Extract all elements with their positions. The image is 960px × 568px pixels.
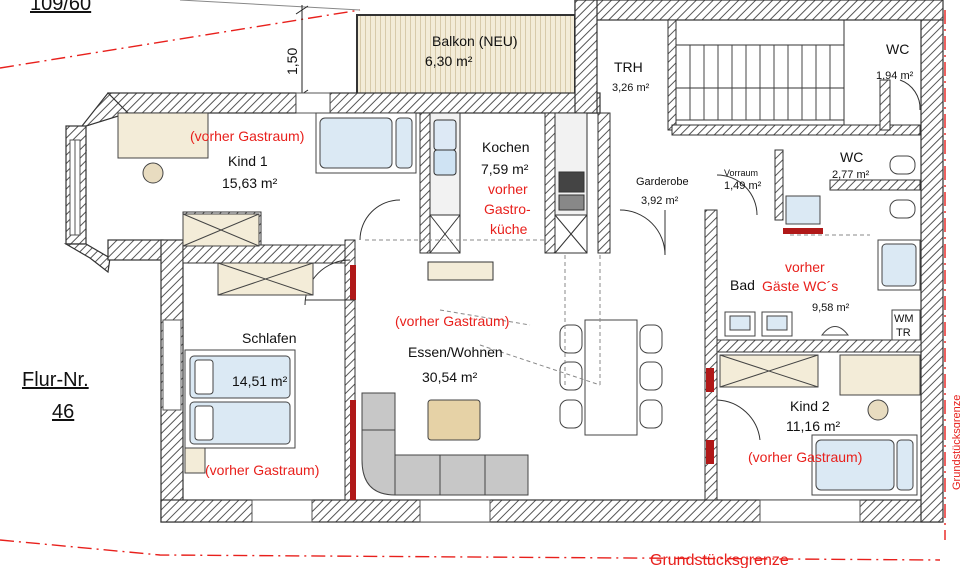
schlafen-furniture xyxy=(184,349,296,474)
balcony: Balkon (NEU) 6,30 m² xyxy=(356,14,576,96)
vorraum-name: Vorraum xyxy=(724,168,758,178)
parcel-label-number: 46 xyxy=(52,401,74,423)
balkon-area: 6,30 m² xyxy=(425,53,473,69)
room-labels: TRH 3,26 m² WC 1,94 m² (vorher Gastraum)… xyxy=(190,41,914,478)
vorraum-area: 1,49 m² xyxy=(724,180,762,192)
parcel-label-top: 109/60 xyxy=(30,0,91,15)
schlafen-note: (vorher Gastraum) xyxy=(205,462,319,478)
kitchen-units xyxy=(427,112,588,281)
demolition-lines xyxy=(365,234,870,386)
property-boundary xyxy=(0,9,946,561)
boundary-label-right: Grundstücksgrenze xyxy=(951,395,960,490)
kochen-name: Kochen xyxy=(482,139,529,155)
bay-windows xyxy=(69,92,861,523)
kind1-name: Kind 1 xyxy=(228,153,268,169)
boundary-label-bottom: Grundstücksgrenze xyxy=(650,552,789,568)
essen-name: Essen/Wohnen xyxy=(408,344,503,360)
kind2-name: Kind 2 xyxy=(790,398,830,414)
schlafen-area: 14,51 m² xyxy=(232,373,288,389)
essen-note: (vorher Gastraum) xyxy=(395,313,509,329)
kochen-note3: küche xyxy=(490,221,528,237)
bathroom-fixtures xyxy=(724,155,921,341)
kochen-note2: Gastro- xyxy=(484,201,531,217)
wc-top-area: 1,94 m² xyxy=(876,70,914,82)
wc2-name: WC xyxy=(840,149,863,165)
garderobe-name: Garderobe xyxy=(636,176,689,188)
staircase xyxy=(675,19,845,126)
balkon-name: Balkon (NEU) xyxy=(432,33,518,49)
parcel-boundary-line xyxy=(179,0,361,11)
new-walls xyxy=(350,228,823,500)
exterior-walls xyxy=(63,0,944,523)
tr-label: TR xyxy=(896,327,911,339)
trh-name: TRH xyxy=(614,59,643,75)
essen-area: 30,54 m² xyxy=(422,369,478,385)
kind2-furniture xyxy=(719,354,921,496)
door-swings xyxy=(304,79,921,441)
kochen-area: 7,59 m² xyxy=(481,161,529,177)
bad-name: Bad xyxy=(730,277,755,293)
garderobe-area: 3,92 m² xyxy=(641,195,679,207)
bad-area: 9,58 m² xyxy=(812,302,850,314)
wm-label: WM xyxy=(894,313,914,325)
balcony-dimension xyxy=(290,5,357,100)
living-furniture xyxy=(361,319,663,496)
schlafen-name: Schlafen xyxy=(242,330,296,346)
bad-note1: vorher xyxy=(785,259,825,275)
bad-note2: Gäste WC´s xyxy=(762,278,838,294)
wc2-area: 2,77 m² xyxy=(832,169,870,181)
parcel-label-flur: Flur-Nr. xyxy=(22,369,89,391)
kind2-note: (vorher Gastraum) xyxy=(748,449,862,465)
kochen-note1: vorher xyxy=(488,181,528,197)
trh-area: 3,26 m² xyxy=(612,82,650,94)
kind2-area: 11,16 m² xyxy=(786,418,841,434)
balcony-depth-label: 1,50 xyxy=(284,48,300,75)
wc-top-name: WC xyxy=(886,41,909,57)
kind1-area: 15,63 m² xyxy=(222,175,278,191)
kind1-note: (vorher Gastraum) xyxy=(190,128,304,144)
kind1-furniture xyxy=(117,112,417,296)
